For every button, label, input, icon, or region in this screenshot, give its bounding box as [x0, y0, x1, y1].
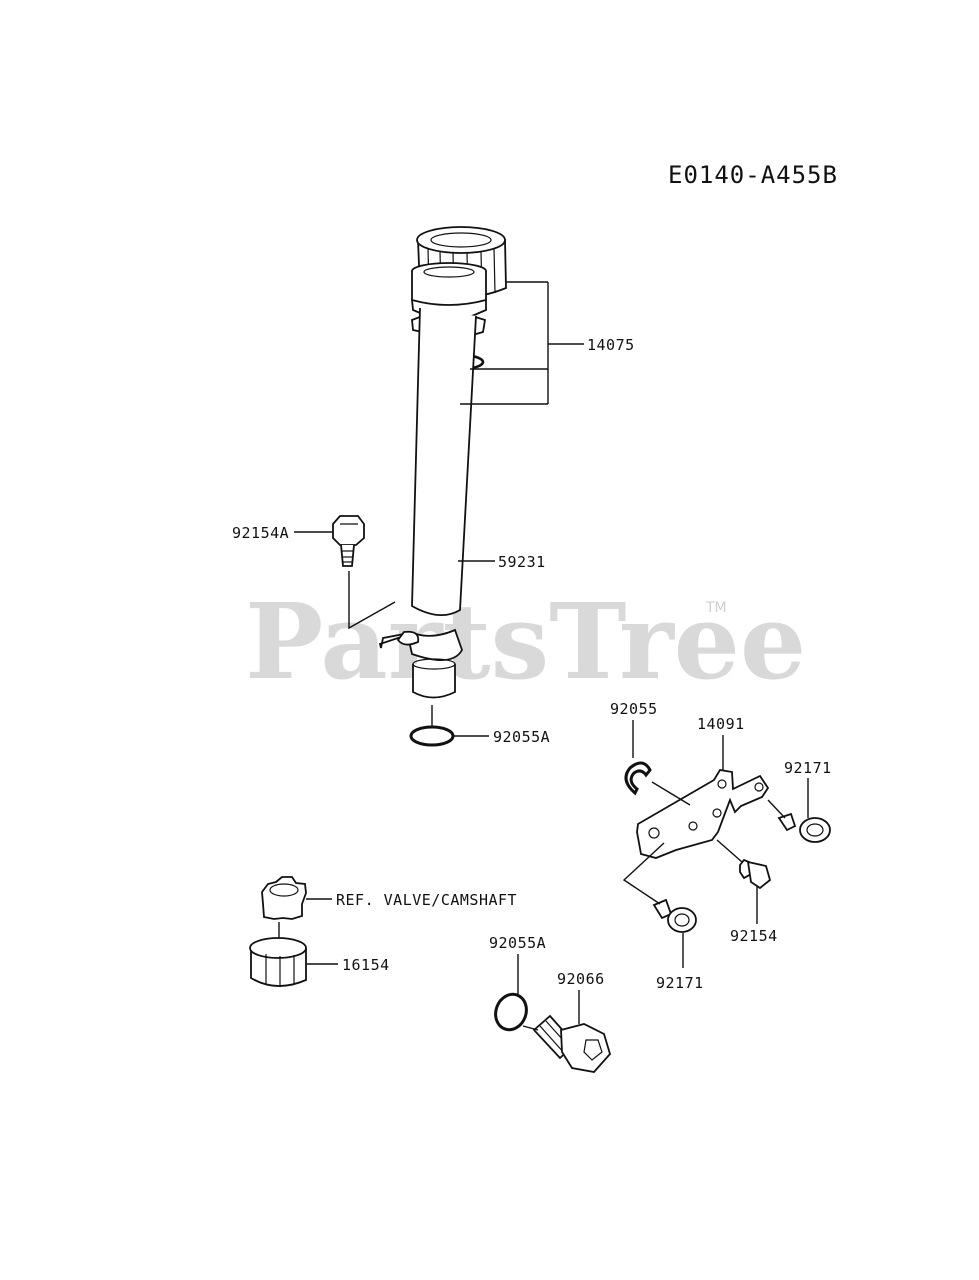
leader-lines: [278, 281, 809, 1031]
clamp-92171-bottom[interactable]: [652, 898, 697, 933]
watermark: PartsTree TM: [245, 580, 806, 703]
label-92171-bottom: 92171: [656, 974, 704, 992]
clamp-92171-right[interactable]: [777, 812, 831, 843]
label-92055A-lower: 92055A: [489, 934, 546, 952]
cam-cup-16154[interactable]: [249, 937, 307, 987]
label-59231: 59231: [498, 553, 546, 571]
bolt-92154[interactable]: [739, 858, 772, 890]
diagram-code: E0140-A455B: [668, 161, 838, 189]
watermark-text: PartsTree: [245, 580, 806, 703]
o-ring-92055A-lower[interactable]: [491, 990, 532, 1034]
label-92055: 92055: [610, 700, 658, 718]
callout-labels: 14075 59231 92154A 92055A 92055 14091 92…: [232, 336, 832, 992]
watermark-trademark: TM: [705, 600, 727, 616]
label-92055A-upper: 92055A: [493, 728, 550, 746]
label-92171-right: 92171: [784, 759, 832, 777]
bolt-92154A[interactable]: [332, 515, 365, 567]
filler-tube-59231[interactable]: [378, 262, 487, 699]
label-16154: 16154: [342, 956, 390, 974]
label-14091: 14091: [697, 715, 745, 733]
label-ref-valve-camshaft: REF. VALVE/CAMSHAFT: [336, 891, 517, 909]
bracket-14091[interactable]: [636, 769, 770, 859]
camshaft-gear-ref: [261, 876, 307, 920]
drain-plug-92066[interactable]: [532, 1014, 612, 1073]
clip-92055[interactable]: [624, 761, 652, 796]
label-92154A: 92154A: [232, 524, 289, 542]
label-14075: 14075: [587, 336, 635, 354]
o-ring-92055A-upper[interactable]: [409, 725, 455, 747]
label-92066: 92066: [557, 970, 605, 988]
label-92154: 92154: [730, 927, 778, 945]
